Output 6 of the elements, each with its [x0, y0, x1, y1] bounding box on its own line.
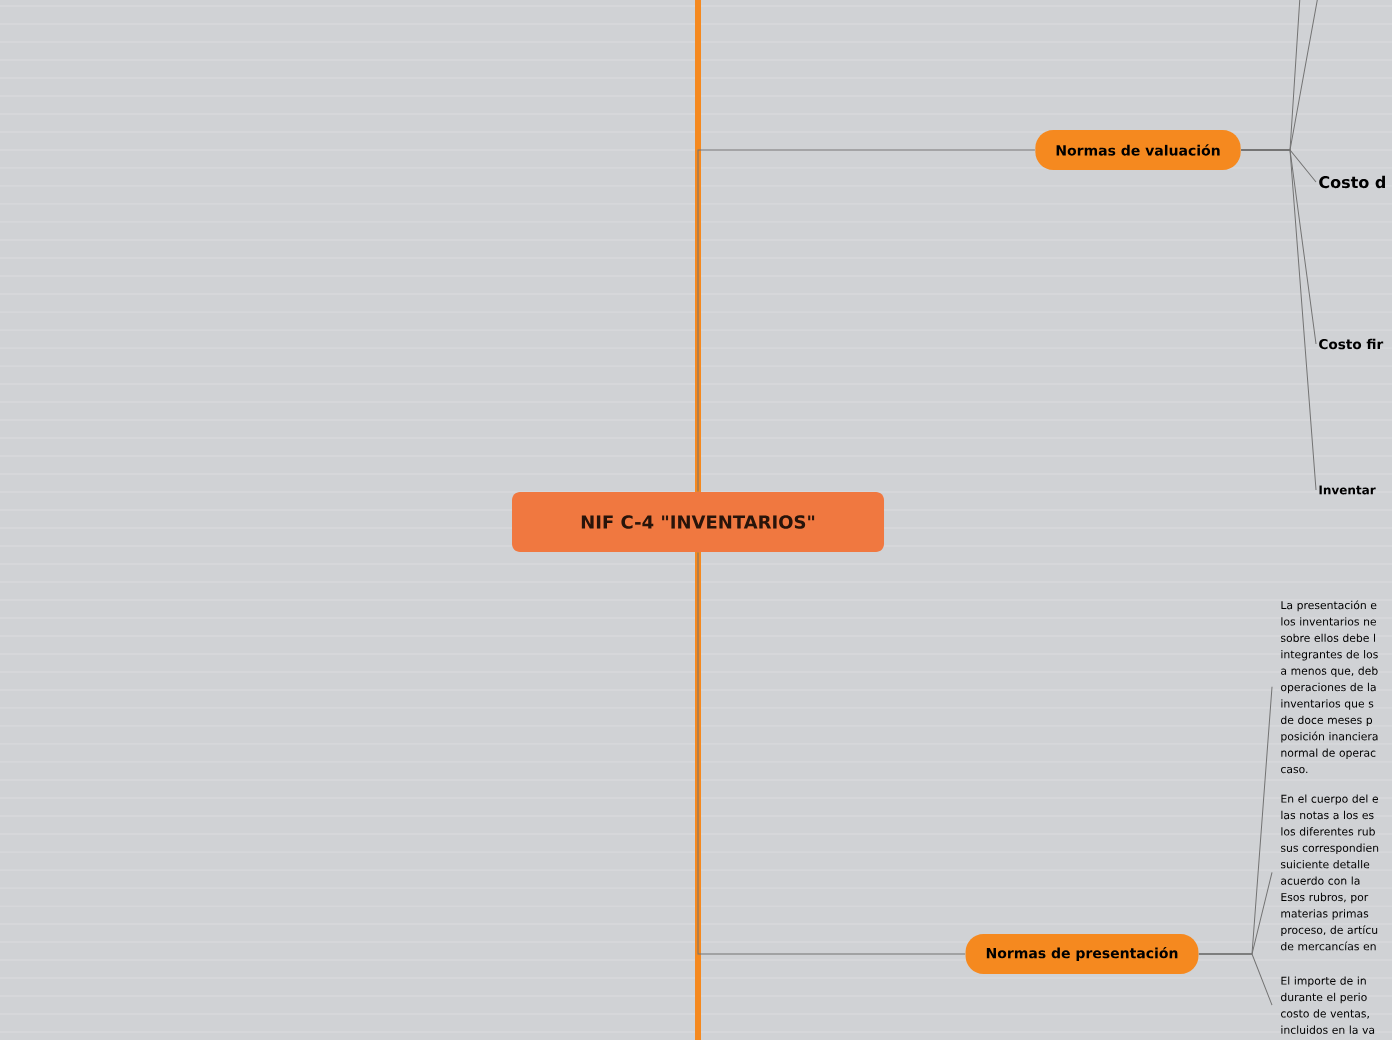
subtopic-label: Costo d: [1319, 175, 1385, 189]
branch-line: [1198, 953, 1273, 1006]
connector-line: [697, 551, 966, 955]
branch-line: [1240, 0, 1319, 151]
root-box: NIF C-4 "INVENTARIOS": [512, 492, 884, 552]
connector-line: [697, 149, 1036, 493]
